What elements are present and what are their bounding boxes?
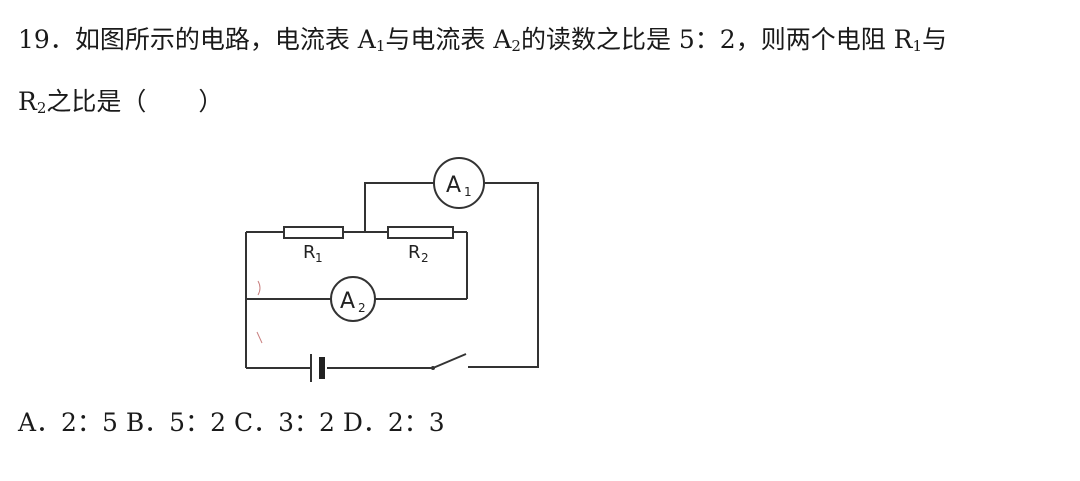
ammeter-a1: A 1 xyxy=(433,157,485,209)
question-number: 19． xyxy=(18,25,75,54)
subscript: 2 xyxy=(36,99,47,117)
resistor-r2 xyxy=(387,226,454,239)
battery-symbol xyxy=(310,354,325,382)
pencil-mark xyxy=(257,280,261,296)
subscript: 1 xyxy=(912,37,923,55)
question-text-part: 如图所示的电路，电流表 A xyxy=(74,25,376,54)
a2-subscript: 2 xyxy=(358,301,366,315)
pencil-mark xyxy=(256,331,263,344)
r1-label: R xyxy=(303,242,316,263)
a1-label: A xyxy=(446,173,461,198)
wires xyxy=(245,182,539,370)
ammeter-a2: A 2 xyxy=(330,276,376,322)
question-text-part: ） xyxy=(198,87,224,116)
question-line-2: R2之比是（ ） xyxy=(18,87,223,117)
question-text-part: 之比是（ xyxy=(46,87,147,116)
answer-options: A．2：5 B．5：2 C．3：2 D．2：3 xyxy=(18,408,445,437)
question-line-1: 19．如图所示的电路，电流表 A1与电流表 A2的读数之比是 5：2，则两个电阻… xyxy=(18,25,947,55)
resistor-r1 xyxy=(283,226,344,239)
r1-subscript: 1 xyxy=(315,251,323,265)
question-text-part: R xyxy=(18,87,37,116)
subscript: 1 xyxy=(375,37,386,55)
r2-subscript: 2 xyxy=(421,251,429,265)
question-text-part: 与 xyxy=(922,25,948,54)
question-text-part: 与电流表 A xyxy=(385,25,512,54)
r2-label: R xyxy=(408,242,421,263)
switch-blade xyxy=(432,353,467,369)
a1-subscript: 1 xyxy=(464,185,472,199)
question-text-part: 的读数之比是 5：2，则两个电阻 R xyxy=(520,25,913,54)
a2-label: A xyxy=(340,289,355,314)
subscript: 2 xyxy=(511,37,521,55)
